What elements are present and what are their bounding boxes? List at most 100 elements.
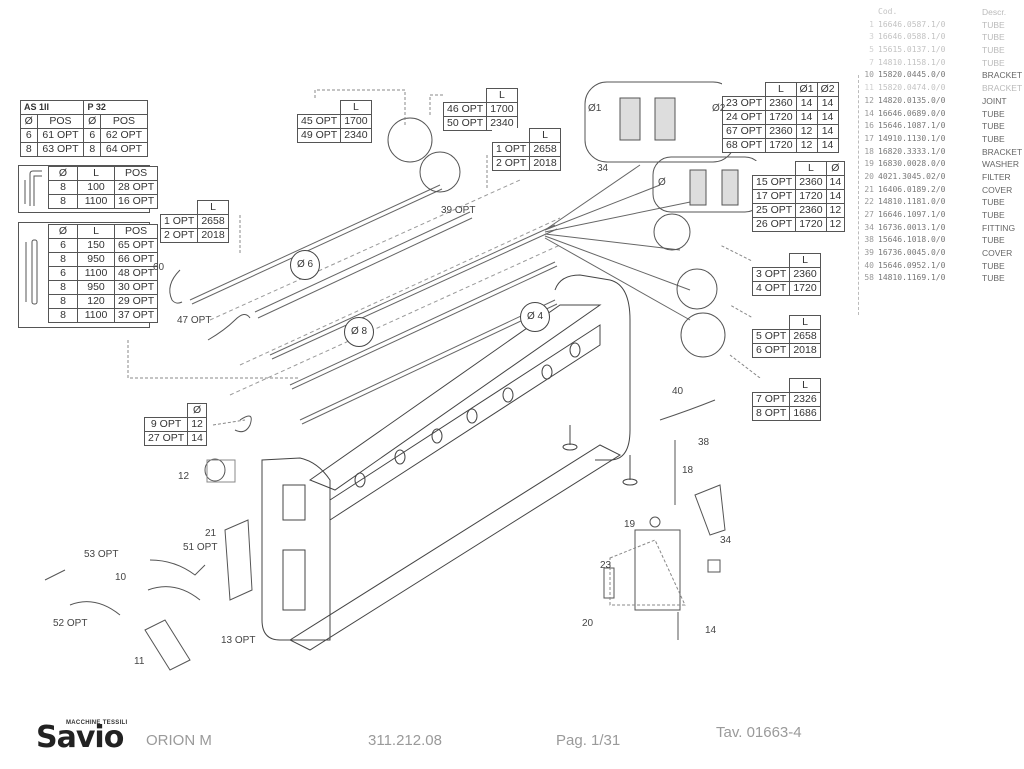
- header-cell: Ø2: [816, 82, 839, 97]
- table-reference: Tav. 01663-4: [716, 724, 802, 741]
- cell: 14: [187, 431, 207, 446]
- part-desc: TUBE: [982, 197, 1005, 208]
- header-cell: Ø: [20, 114, 38, 129]
- cell: 8: [83, 142, 101, 157]
- cell: 67 OPT: [721, 124, 767, 139]
- part-desc: COVER: [982, 248, 1013, 259]
- cell: 1700: [340, 114, 372, 129]
- part-desc: BRACKET: [982, 146, 1023, 157]
- part-desc: TUBE: [982, 210, 1005, 220]
- header-cell: L: [529, 128, 561, 143]
- small-parts: [44, 269, 726, 671]
- cell: 45 OPT: [296, 114, 342, 129]
- header-cell: L: [789, 315, 821, 330]
- part-code: 15646.0952.1/0: [878, 260, 946, 270]
- part-code: 16646.0689.0/0: [878, 108, 946, 118]
- cell: 1720: [795, 217, 827, 232]
- cell: 8: [48, 180, 78, 195]
- cell: 950: [77, 280, 115, 295]
- cell: 8 OPT: [751, 406, 791, 421]
- part-pos: 7: [869, 57, 874, 67]
- callout-40: 40: [672, 386, 684, 397]
- cell: 120: [77, 294, 115, 309]
- callout-18: 18: [682, 465, 694, 476]
- cell: 100: [77, 180, 115, 195]
- cell: 14: [816, 138, 839, 153]
- tube-assembly-lines: [189, 164, 701, 425]
- part-code: 14910.1130.1/0: [878, 133, 946, 143]
- part-desc: JOINT: [982, 95, 1007, 106]
- diameter-bubble-6: Ø 6: [290, 250, 320, 280]
- cell: 2360: [765, 96, 797, 111]
- part-desc: TUBE: [982, 260, 1005, 271]
- header-cell: L: [789, 378, 821, 393]
- cell: 8: [48, 194, 78, 209]
- cell: 2658: [789, 329, 821, 344]
- part-code: 15820.0445.0/0: [878, 70, 946, 80]
- cell: 2018: [789, 343, 821, 358]
- brand-logo: Savio: [36, 720, 124, 755]
- cell: 12: [795, 138, 818, 153]
- cell: 6: [20, 128, 38, 143]
- brand-tagline: MACCHINE TESSILI: [66, 720, 128, 726]
- callout-34-bottom: 34: [720, 535, 732, 546]
- cell: 6: [48, 266, 78, 281]
- cell: 2340: [340, 128, 372, 143]
- callout-51-opt: 51 OPT: [183, 542, 218, 553]
- part-desc: TUBE: [982, 19, 1005, 30]
- cell: 1 OPT: [159, 214, 199, 229]
- label-diameter: Ø: [658, 177, 666, 188]
- cell: 4 OPT: [751, 281, 791, 296]
- cell: 1100: [77, 194, 115, 209]
- label-diameter-2: Ø2: [712, 103, 726, 114]
- part-desc: WASHER: [982, 159, 1019, 170]
- cell: 2360: [789, 267, 821, 282]
- part-pos: 11: [864, 83, 874, 93]
- cell: 1100: [77, 266, 115, 281]
- cell: 2658: [197, 214, 229, 229]
- callout-20: 20: [582, 618, 594, 629]
- part-code: 14810.1181.0/0: [878, 197, 946, 207]
- cell: 24 OPT: [721, 110, 767, 125]
- cell: 14: [816, 110, 839, 125]
- callout-38: 38: [698, 437, 710, 448]
- part-desc: BRACKET: [982, 70, 1023, 81]
- cell: 1 OPT: [491, 142, 531, 157]
- part-desc: FILTER: [982, 171, 1011, 182]
- part-pos: 21: [864, 184, 874, 194]
- parts-list-row: Cod.Descr.: [858, 6, 1024, 19]
- header-cell: POS: [113, 224, 159, 239]
- callout-14: 14: [705, 625, 717, 636]
- cell: 14: [816, 124, 839, 139]
- cell: 8: [48, 252, 78, 267]
